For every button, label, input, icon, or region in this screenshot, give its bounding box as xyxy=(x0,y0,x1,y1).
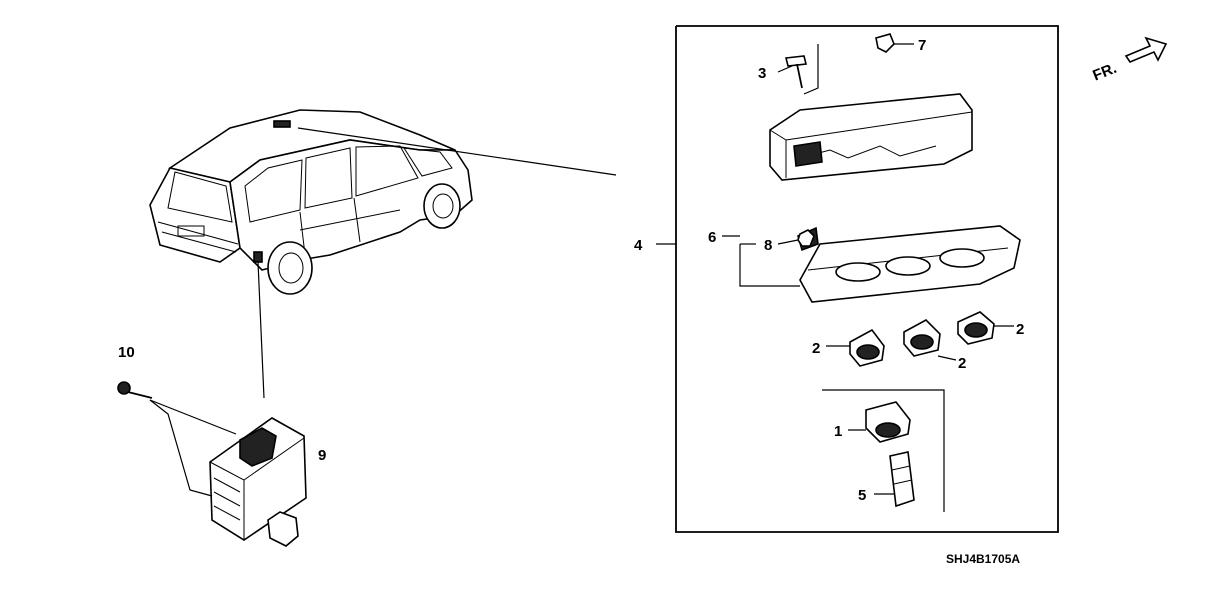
callout-2-left: 2 xyxy=(812,340,820,357)
callout-4: 4 xyxy=(634,237,643,254)
control-unit-9 xyxy=(209,417,307,547)
leader-roof-to-panel xyxy=(297,127,617,176)
callout-2-center: 2 xyxy=(958,355,966,372)
bezel-panel-6 xyxy=(797,225,1021,303)
callout-6: 6 xyxy=(708,229,716,246)
callout-10: 10 xyxy=(118,344,135,361)
callout-1: 1 xyxy=(834,423,842,440)
upper-housing xyxy=(769,93,973,181)
knob-1 xyxy=(865,401,911,443)
front-direction-label: FR. xyxy=(1090,60,1119,85)
callout-8: 8 xyxy=(764,237,772,254)
inner-bracket xyxy=(822,389,945,512)
bracket-6 xyxy=(739,244,800,287)
callout-7: 7 xyxy=(918,37,926,54)
callout-2-right: 2 xyxy=(1016,321,1024,338)
bulb-5 xyxy=(889,451,915,508)
clip-7 xyxy=(875,33,895,53)
callout-3: 3 xyxy=(758,65,766,82)
assembly-box xyxy=(675,25,1059,533)
callout-5: 5 xyxy=(858,487,866,504)
knob-2-left xyxy=(849,328,885,367)
knob-2-right xyxy=(957,311,995,345)
leader-van-to-unit xyxy=(257,261,265,399)
screw-3 xyxy=(785,55,807,89)
knob-2-center xyxy=(903,319,941,357)
diagram-code: SHJ4B1705A xyxy=(946,552,1020,566)
front-direction-arrow-icon xyxy=(1124,36,1168,63)
callout-9: 9 xyxy=(318,447,326,464)
bolt-10 xyxy=(117,381,153,399)
minivan-illustration xyxy=(149,109,473,295)
